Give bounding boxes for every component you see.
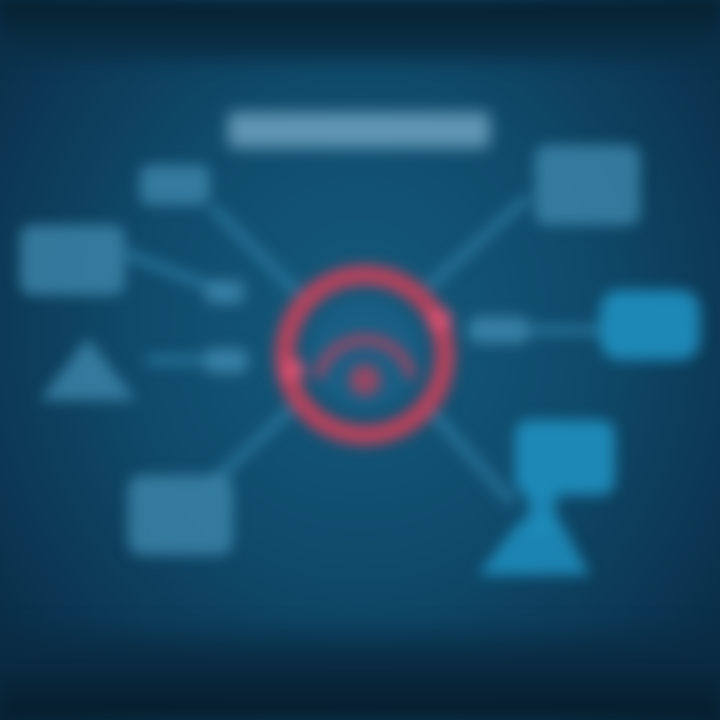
top-shadow-band	[0, 0, 720, 70]
node-top-right	[535, 145, 640, 225]
hub-ring-icon	[275, 265, 455, 445]
hub-wave-arc	[313, 334, 417, 380]
hub-left-accent	[281, 358, 305, 382]
node-bottom-left	[128, 475, 233, 555]
connector-top-right	[425, 195, 530, 290]
node-top-left	[140, 165, 210, 205]
connector-bottom-left	[210, 405, 295, 485]
hub-outer-ring	[275, 265, 455, 445]
hub-right-accent	[428, 308, 452, 332]
hub-inner-glow	[310, 300, 420, 410]
title-bar	[228, 112, 490, 148]
connector-top-left	[210, 205, 305, 300]
node-bottom-right-stem	[528, 490, 556, 530]
connector-bottom-right	[425, 405, 515, 505]
bottom-shadow-band	[0, 620, 720, 720]
pill-left-upper	[205, 280, 245, 304]
hub-dot	[349, 364, 381, 396]
node-bottom-right	[515, 420, 615, 495]
pill-right	[470, 316, 528, 344]
node-left-lower-triangle-icon	[40, 338, 136, 400]
node-left-upper	[20, 225, 125, 295]
pill-left-lower	[205, 348, 247, 374]
node-right	[600, 290, 700, 360]
node-bottom-right-low	[478, 520, 590, 575]
